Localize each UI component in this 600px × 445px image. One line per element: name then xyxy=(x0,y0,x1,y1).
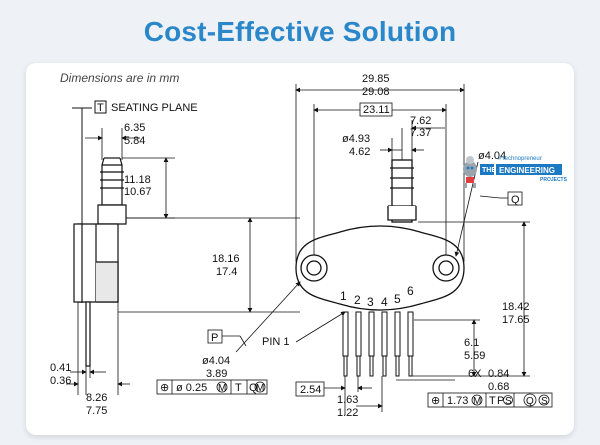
dim-lead-thick-min: 0.36 xyxy=(50,375,71,387)
dim-port-dia-max: ø4.93 xyxy=(342,133,370,145)
tolerance-frame-right xyxy=(427,392,553,408)
dim-overall-width-min: 29.08 xyxy=(362,86,390,98)
dim-overall-width-max: 29.85 xyxy=(362,73,390,85)
tol-right-datum-p: P xyxy=(497,395,504,407)
tol-right-datum-t: T xyxy=(489,395,496,407)
dim-port-dia-min: 4.62 xyxy=(349,146,370,158)
total-height-dim xyxy=(412,221,530,377)
side-view xyxy=(73,157,127,367)
tol-left-datum-t: T xyxy=(235,382,242,394)
dim-side-width-max: 6.35 xyxy=(124,122,145,134)
tol-right-mod-s2: S xyxy=(541,396,548,407)
tol-right-value: 1.73 xyxy=(447,395,468,407)
tol-left-datum-q: Q xyxy=(249,382,258,394)
dimensions-note: Dimensions are in mm xyxy=(60,71,179,85)
dim-lead-thick-max: 0.41 xyxy=(50,362,71,374)
pin-leads xyxy=(342,311,414,377)
leaders xyxy=(222,281,346,353)
pin1-label: PIN 1 xyxy=(262,336,290,348)
port-diameter-dim xyxy=(380,138,424,160)
tol-left-mod2: M xyxy=(256,383,264,394)
dim-total-height-min: 17.65 xyxy=(502,314,530,326)
dim-pin-pitch: 2.54 xyxy=(300,384,321,396)
dim-side-width-min: 5.84 xyxy=(124,135,145,147)
dim-side-base-min: 7.75 xyxy=(86,405,107,417)
dim-pin-width-min: 0.68 xyxy=(488,381,509,393)
dim-port-offset-max: 7.62 xyxy=(410,115,431,127)
pin-number-4: 4 xyxy=(381,295,388,309)
tol-right-position: ⊕ xyxy=(431,395,440,407)
pin-number-1: 1 xyxy=(340,289,347,303)
dim-port-offset-min: 7.37 xyxy=(410,127,431,139)
pin-number-5: 5 xyxy=(394,292,401,306)
pin-number-3: 3 xyxy=(367,295,374,309)
tol-left-position: ⊕ xyxy=(160,382,169,394)
tolerance-frame-left xyxy=(156,379,268,395)
pin-number-2: 2 xyxy=(354,293,361,307)
logo-sub: PROJECTS xyxy=(540,177,568,183)
dim-pin-offset-min: 1.22 xyxy=(337,407,358,419)
dim-body-height-min: 17.4 xyxy=(216,266,237,278)
dim-port-height-max: 11.18 xyxy=(124,174,151,186)
seating-plane-tag: T xyxy=(97,102,104,114)
hole-leader xyxy=(454,161,501,257)
body-height-dim xyxy=(118,217,300,313)
front-view xyxy=(295,159,465,311)
pin-length-dim xyxy=(414,319,480,377)
lead-dims xyxy=(66,302,130,395)
datum-p-tag: P xyxy=(211,332,218,344)
datum-q-tag: Q xyxy=(511,194,520,206)
logo-name: ENGINEERING xyxy=(499,166,555,175)
port-offset-dim xyxy=(392,120,445,160)
logo-tagline: # technopreneur xyxy=(498,156,542,162)
dim-total-height-max: 18.42 xyxy=(502,301,530,313)
tol-left-value: ø 0.25 xyxy=(176,382,207,394)
dim-body-height-max: 18.16 xyxy=(212,253,240,265)
dim-mount-hole-max: ø4.04 xyxy=(202,355,230,367)
dim-hole-span: 23.11 xyxy=(363,104,390,116)
dim-pin-length-min: 5.59 xyxy=(464,350,485,362)
page-title: Cost-Effective Solution xyxy=(143,16,457,47)
tol-right-mod-s: S xyxy=(505,396,512,407)
tol-right-datum-q: Q xyxy=(526,396,534,407)
dim-pin-length-max: 6.1 xyxy=(464,337,479,349)
side-width-dim xyxy=(85,128,140,160)
pin-count-6x: 6X xyxy=(468,368,482,380)
dim-hole-dia: ø4.04 xyxy=(478,150,506,162)
dim-side-base-max: 8.26 xyxy=(86,392,107,404)
dim-pin-offset-max: 1.63 xyxy=(337,394,358,406)
pin-number-6: 6 xyxy=(407,284,414,298)
tol-right-mod: M xyxy=(473,396,481,407)
dim-mount-hole-min: 3.89 xyxy=(206,368,227,380)
engineering-projects-logo: THE ENGINEERING # technopreneur PROJECTS xyxy=(463,156,568,188)
tol-left-mod: M xyxy=(218,383,226,394)
dim-pin-width-max: 0.84 xyxy=(488,368,509,380)
pitch-dims xyxy=(324,376,383,415)
seating-plane-label: SEATING PLANE xyxy=(111,102,198,114)
logo-the: THE xyxy=(482,167,496,174)
seating-plane-callout xyxy=(72,100,107,303)
dim-port-height-min: 10.67 xyxy=(124,186,152,198)
